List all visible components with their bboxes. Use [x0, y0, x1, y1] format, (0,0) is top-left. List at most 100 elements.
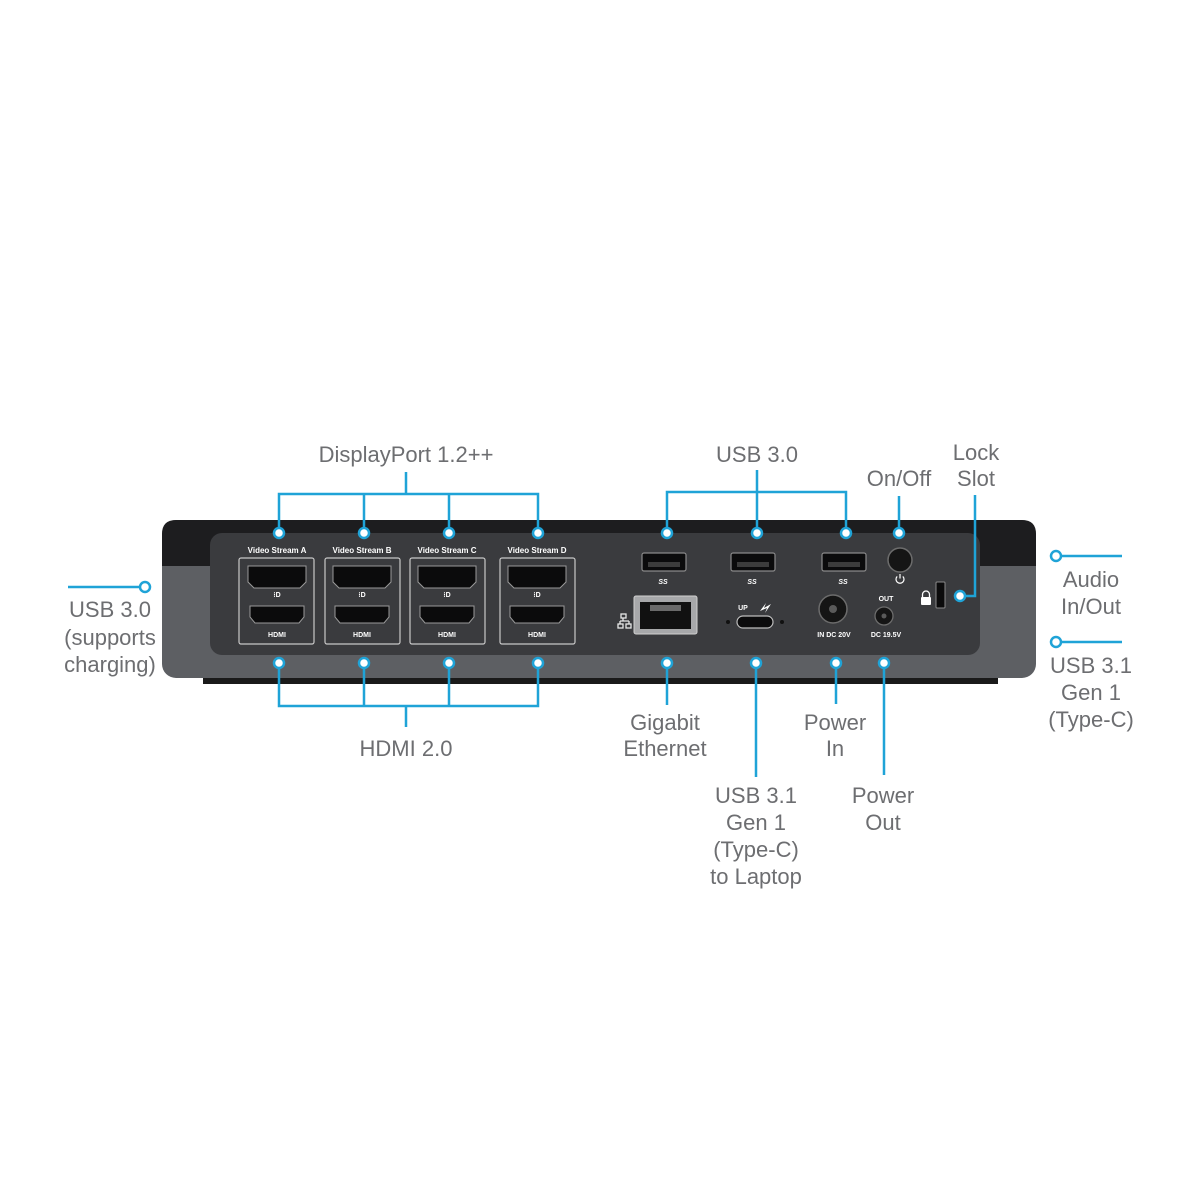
- screw-hole: [726, 620, 730, 624]
- callout-dot: [660, 656, 674, 670]
- docking-station: [162, 520, 1036, 684]
- usb31-laptop-label-line-4: to Laptop: [710, 864, 802, 889]
- hdmi-port-label: HDMI: [268, 632, 286, 639]
- power-button-cap: [887, 547, 913, 573]
- network-icon: [617, 613, 632, 629]
- video-stream-group-c: Video Stream C ⁝D HDMI: [409, 546, 486, 645]
- usb-c-up-label: UP: [738, 605, 748, 612]
- video-stream-label: Video Stream B: [333, 546, 392, 555]
- video-stream-group-d: Video Stream D ⁝D HDMI: [499, 546, 576, 645]
- usb31-right-label-line-2: Gen 1: [1061, 680, 1121, 705]
- displayport-icon: ⁝D: [443, 592, 450, 599]
- ethernet-port: [617, 595, 698, 635]
- video-stream-frame: [499, 557, 576, 645]
- power-in-label: IN DC 20V: [817, 632, 851, 639]
- video-stream-frame: [409, 557, 486, 645]
- superspeed-icon: SS: [658, 579, 668, 586]
- video-stream-group-b: Video Stream B ⁝D HDMI: [324, 546, 401, 645]
- usb31-laptop-label-line-2: Gen 1: [726, 810, 786, 835]
- hdmi-port: [419, 605, 475, 624]
- superspeed-icon: SS: [747, 579, 757, 586]
- callout-dot: [442, 656, 456, 670]
- usb31-laptop-label-line-3: (Type-C): [713, 837, 799, 862]
- usb-c-laptop-port: UP: [726, 603, 784, 629]
- dc-in-pin: [829, 605, 837, 613]
- ethernet-contacts: [650, 605, 681, 611]
- callout-dot: [138, 580, 152, 594]
- usb30-top-label: USB 3.0: [716, 442, 798, 467]
- dc-out-pin: [881, 613, 887, 619]
- ethernet-label-line-1: Gigabit: [630, 710, 700, 735]
- superspeed-icon: SS: [838, 579, 848, 586]
- power-out-port: OUT DC 19.5V: [871, 596, 902, 639]
- thunderbolt-icon: [760, 603, 771, 613]
- callout-dot: [839, 526, 853, 540]
- video-stream-label: Video Stream D: [508, 546, 567, 555]
- hdmi-label: HDMI 2.0: [360, 736, 453, 761]
- audio-label-line-2: In/Out: [1061, 594, 1121, 619]
- callout-dot: [442, 526, 456, 540]
- usb31-right-label-line-3: (Type-C): [1048, 707, 1134, 732]
- usb-c-socket: [736, 615, 774, 629]
- callout-dot: [1049, 549, 1063, 563]
- power-in-label-line-2: In: [826, 736, 844, 761]
- callout-dot: [1049, 635, 1063, 649]
- displayport-label: DisplayPort 1.2++: [319, 442, 494, 467]
- displayport-bracket: [277, 472, 540, 533]
- hdmi-bracket: [277, 663, 540, 727]
- usb30-bracket: [665, 470, 848, 533]
- power-out-top-label: OUT: [879, 596, 895, 603]
- port-panel: [210, 533, 980, 655]
- ethernet-label-line-2: Ethernet: [623, 736, 706, 761]
- callout-dot: [660, 526, 674, 540]
- usb-a-port-1: SS: [641, 552, 687, 586]
- usb-a-tongue: [737, 562, 769, 567]
- usb30-left-label-line-1: USB 3.0: [69, 597, 151, 622]
- hdmi-port-label: HDMI: [528, 632, 546, 639]
- usb30-left-label-line-2: (supports: [64, 625, 156, 650]
- video-stream-frame: [324, 557, 401, 645]
- callout-labels: DisplayPort 1.2++ HDMI 2.0 USB 3.0 On/Of…: [64, 440, 1134, 889]
- lock-label-line-1: Lock: [953, 440, 1000, 465]
- usb31-right-label-line-1: USB 3.1: [1050, 653, 1132, 678]
- power-icon: [895, 574, 905, 584]
- video-stream-label: Video Stream A: [248, 546, 307, 555]
- callout-dot: [531, 526, 545, 540]
- power-out-label: DC 19.5V: [871, 632, 902, 639]
- power-out-label-line-2: Out: [865, 810, 900, 835]
- hdmi-port: [509, 605, 565, 624]
- lock-slot-opening: [935, 581, 946, 609]
- lock-slot: [921, 581, 946, 609]
- lock-icon: [921, 590, 931, 605]
- displayport-icon: ⁝D: [358, 592, 365, 599]
- onoff-label: On/Off: [867, 466, 932, 491]
- callout-dot: [750, 526, 764, 540]
- callout-dot: [892, 526, 906, 540]
- usb-a-port-2: SS: [730, 552, 776, 586]
- video-stream-group-a: Video Stream A ⁝D HDMI: [238, 546, 315, 645]
- callout-dot: [357, 656, 371, 670]
- video-stream-frame: [238, 557, 315, 645]
- power-out-label-line-1: Power: [852, 783, 914, 808]
- audio-label-line-1: Audio: [1063, 567, 1119, 592]
- callout-dot: [749, 656, 763, 670]
- displayport-port: [247, 565, 307, 589]
- callout-lines: [68, 470, 1122, 777]
- video-stream-label: Video Stream C: [418, 546, 477, 555]
- lock-label-line-2: Slot: [957, 466, 995, 491]
- screw-hole: [780, 620, 784, 624]
- power-in-label-line-1: Power: [804, 710, 866, 735]
- callout-dot: [272, 656, 286, 670]
- displayport-icon: ⁝D: [533, 592, 540, 599]
- power-in-port: IN DC 20V: [817, 594, 851, 639]
- power-button: [887, 547, 913, 584]
- hdmi-port: [249, 605, 305, 624]
- displayport-port: [332, 565, 392, 589]
- hdmi-port-label: HDMI: [353, 632, 371, 639]
- hdmi-port: [334, 605, 390, 624]
- callout-dot: [357, 526, 371, 540]
- hdmi-port-label: HDMI: [438, 632, 456, 639]
- usb-a-tongue: [828, 562, 860, 567]
- callout-dot: [829, 656, 843, 670]
